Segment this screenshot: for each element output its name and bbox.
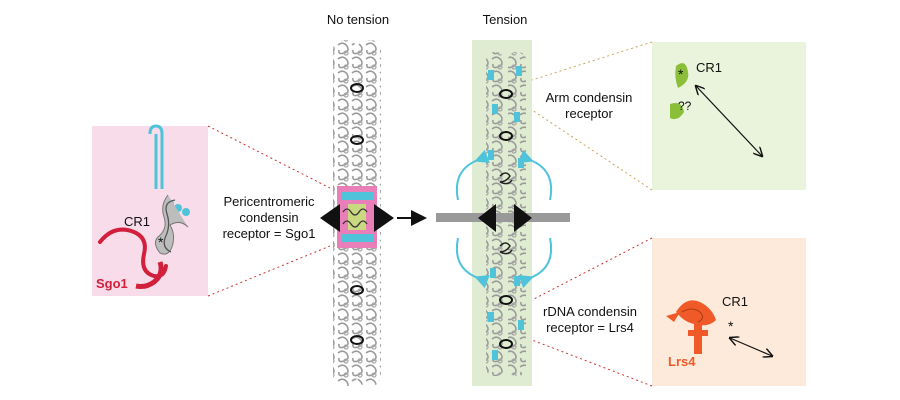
lrs4-shape [666,300,716,354]
arm-cr1-label: CR1 [696,60,723,75]
lrs4-protein-label: Lrs4 [668,354,696,369]
rdna-asterisk: * [728,318,734,334]
arm-receptor-shape [670,63,689,120]
rdna-label-line2: receptor = Lrs4 [546,320,634,335]
pericentromeric-line3: receptor = Sgo1 [222,226,316,241]
sgo1-connector-bottom [207,245,331,297]
sgo1-cr1-label: CR1 [124,214,151,229]
rdna-cr1-label: CR1 [722,294,749,309]
arm-double-arrow [696,86,762,156]
arm-connector-bottom [531,109,653,191]
arm-receptor-label: Arm condensin receptor [532,90,646,122]
rdna-connector-bottom [531,339,653,387]
rdna-connector-top [531,237,653,301]
sgo1-connector-top [207,125,331,189]
arm-unknown-label: ?? [678,99,692,113]
arm-asterisk: * [678,66,684,82]
arm-label-line2: receptor [565,106,613,121]
sgo1-illustration [98,124,190,289]
pericentromeric-label: Pericentromeric condensin receptor = Sgo… [206,194,332,242]
rdna-receptor-label: rDNA condensin receptor = Lrs4 [532,304,648,336]
arm-label-line1: Arm condensin [545,90,633,105]
no-tension-chromosome [320,40,394,386]
rdna-double-arrow [730,338,772,356]
tension-chromosome [436,40,570,386]
pericentromeric-line1: Pericentromeric [223,194,315,209]
pericentromeric-line2: condensin [239,210,299,225]
no-tension-header: No tension [326,12,390,27]
sgo1-protein-label: Sgo1 [96,276,128,291]
arm-connector-top [531,41,653,81]
rdna-label-line1: rDNA condensin [543,304,637,319]
tension-header: Tension [482,12,528,27]
sgo1-panel [92,126,208,296]
sgo1-asterisk: * [158,234,164,250]
